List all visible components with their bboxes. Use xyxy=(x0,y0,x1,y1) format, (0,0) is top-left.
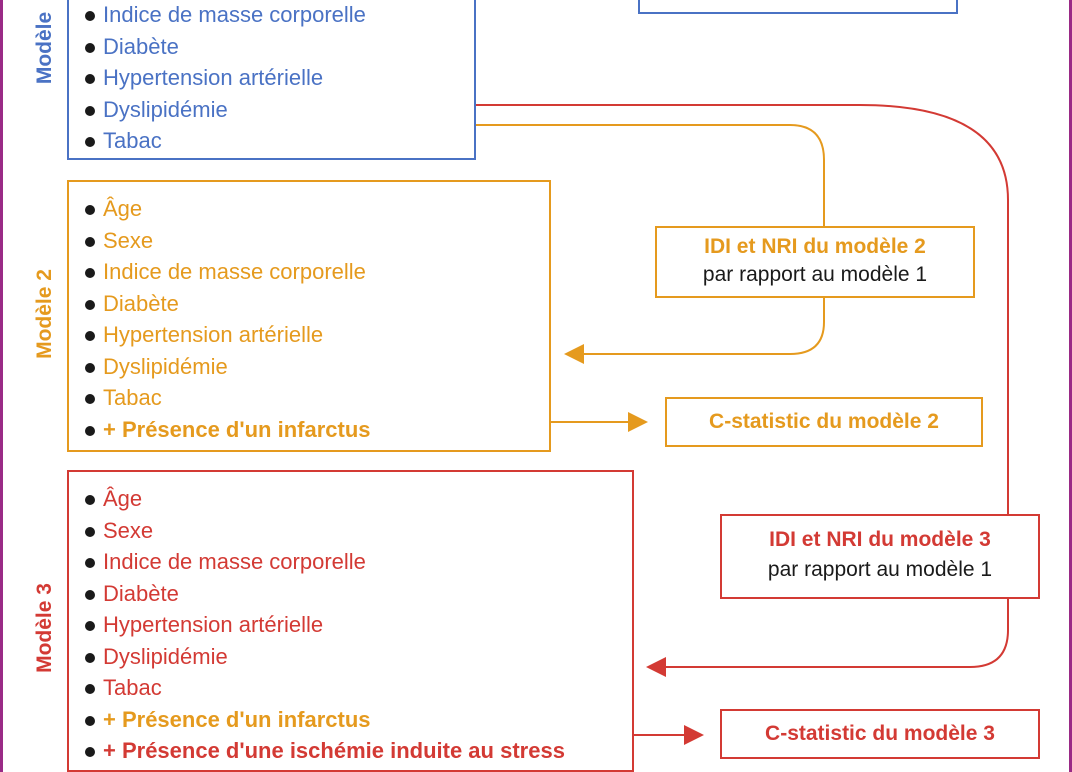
variable-item: Dyslipidémie xyxy=(85,94,474,126)
variable-item: Âge xyxy=(85,193,549,225)
variable-item: Dyslipidémie xyxy=(85,351,549,383)
bullet-icon xyxy=(85,331,95,341)
bullet-icon xyxy=(85,11,95,21)
variable-item: Diabète xyxy=(85,31,474,63)
variable-label: Sexe xyxy=(103,517,154,543)
variable-item: Tabac xyxy=(85,125,474,157)
variable-label: Âge xyxy=(103,486,143,511)
variable-label: Hypertension artérielle xyxy=(103,322,324,347)
variable-item: + Présence d'un infarctus xyxy=(85,704,632,736)
bullet-icon xyxy=(85,715,95,726)
bullet-icon xyxy=(85,299,95,310)
bullet-icon xyxy=(85,205,95,215)
variable-item: Hypertension artérielle xyxy=(85,319,549,351)
connector-idi3-to-model3 xyxy=(666,598,1009,668)
bullet-icon xyxy=(85,105,95,116)
cstat-model3-label: C-statistic du modèle 3 xyxy=(765,722,995,745)
page-frame-left xyxy=(0,0,3,772)
variable-label: Diabète xyxy=(103,290,179,316)
variable-label: Hypertension artérielle xyxy=(103,612,324,637)
variable-label: Diabète xyxy=(103,33,179,59)
connector-model1-to-idi2 xyxy=(475,124,825,226)
variable-item: Hypertension artérielle xyxy=(85,62,474,94)
variable-item: Tabac xyxy=(85,672,632,704)
variable-label: Dyslipidémie xyxy=(103,96,228,122)
cstat-model2-box: C-statistic du modèle 2 xyxy=(665,397,983,447)
connector-model1-to-idi3 xyxy=(475,104,1009,514)
variable-label: Tabac xyxy=(103,675,162,700)
bullet-icon xyxy=(85,236,95,247)
bullet-icon xyxy=(85,362,95,373)
variable-label: Indice de masse corporelle xyxy=(103,259,366,284)
connector-idi2-to-model2 xyxy=(584,297,825,355)
variable-label: + Présence d'une ischémie induite au str… xyxy=(103,738,565,763)
variable-item: Diabète xyxy=(85,288,549,320)
variable-item: Hypertension artérielle xyxy=(85,609,632,641)
top-box-edge xyxy=(638,0,958,14)
variable-item: + Présence d'une ischémie induite au str… xyxy=(85,735,632,767)
bullet-icon xyxy=(85,394,95,404)
variable-label: Tabac xyxy=(103,128,162,153)
arrowhead-cstat3 xyxy=(684,725,704,745)
variable-item: Tabac xyxy=(85,382,549,414)
variable-item: Sexe xyxy=(85,515,632,547)
bullet-icon xyxy=(85,268,95,278)
bullet-icon xyxy=(85,74,95,84)
bullet-icon xyxy=(85,425,95,436)
variable-item: Diabète xyxy=(85,578,632,610)
variable-item: Indice de masse corporelle xyxy=(85,0,474,31)
bullet-icon xyxy=(85,684,95,694)
variable-label: Diabète xyxy=(103,580,179,606)
arrowhead-model2-in xyxy=(564,344,584,364)
bullet-icon xyxy=(85,621,95,631)
variable-label: Indice de masse corporelle xyxy=(103,549,366,574)
idi-nri-model3-box: IDI et NRI du modèle 3 par rapport au mo… xyxy=(720,514,1040,599)
variable-label: Dyslipidémie xyxy=(103,353,228,379)
idi-nri-model3-title: IDI et NRI du modèle 3 xyxy=(769,528,991,551)
variable-label: + Présence d'un infarctus xyxy=(103,706,371,732)
bullet-icon xyxy=(85,652,95,663)
model1-label: Modèle xyxy=(33,11,56,85)
variable-item: Indice de masse corporelle xyxy=(85,256,549,288)
idi-nri-model2-title: IDI et NRI du modèle 2 xyxy=(704,235,926,258)
model3-label: Modèle 3 xyxy=(33,583,56,673)
idi-nri-model2-box: IDI et NRI du modèle 2 par rapport au mo… xyxy=(655,226,975,298)
cstat-model2-label: C-statistic du modèle 2 xyxy=(709,410,939,433)
bullet-icon xyxy=(85,526,95,537)
bullet-icon xyxy=(85,558,95,568)
variable-label: Sexe xyxy=(103,227,154,253)
variable-label: Tabac xyxy=(103,385,162,410)
bullet-icon xyxy=(85,137,95,147)
variable-item: Âge xyxy=(85,483,632,515)
idi-nri-model3-subtitle: par rapport au modèle 1 xyxy=(767,558,993,581)
variable-item: Sexe xyxy=(85,225,549,257)
variable-label: Hypertension artérielle xyxy=(103,65,324,90)
bullet-icon xyxy=(85,42,95,53)
bullet-icon xyxy=(85,747,95,757)
model2-label: Modèle 2 xyxy=(33,269,56,359)
variable-item: Indice de masse corporelle xyxy=(85,546,632,578)
bullet-icon xyxy=(85,495,95,505)
arrowhead-cstat2 xyxy=(628,412,648,432)
idi-nri-model2-subtitle: par rapport au modèle 1 xyxy=(702,263,928,286)
page-frame-right xyxy=(1069,0,1072,772)
variable-label: Dyslipidémie xyxy=(103,643,228,669)
variable-label: Âge xyxy=(103,196,143,221)
variable-item: + Présence d'un infarctus xyxy=(85,414,549,446)
variable-label: Indice de masse corporelle xyxy=(103,2,366,27)
arrowhead-model3-in xyxy=(646,657,666,677)
cstat-model3-box: C-statistic du modèle 3 xyxy=(720,709,1040,759)
variable-item: Dyslipidémie xyxy=(85,641,632,673)
bullet-icon xyxy=(85,589,95,600)
variable-label: + Présence d'un infarctus xyxy=(103,416,371,442)
